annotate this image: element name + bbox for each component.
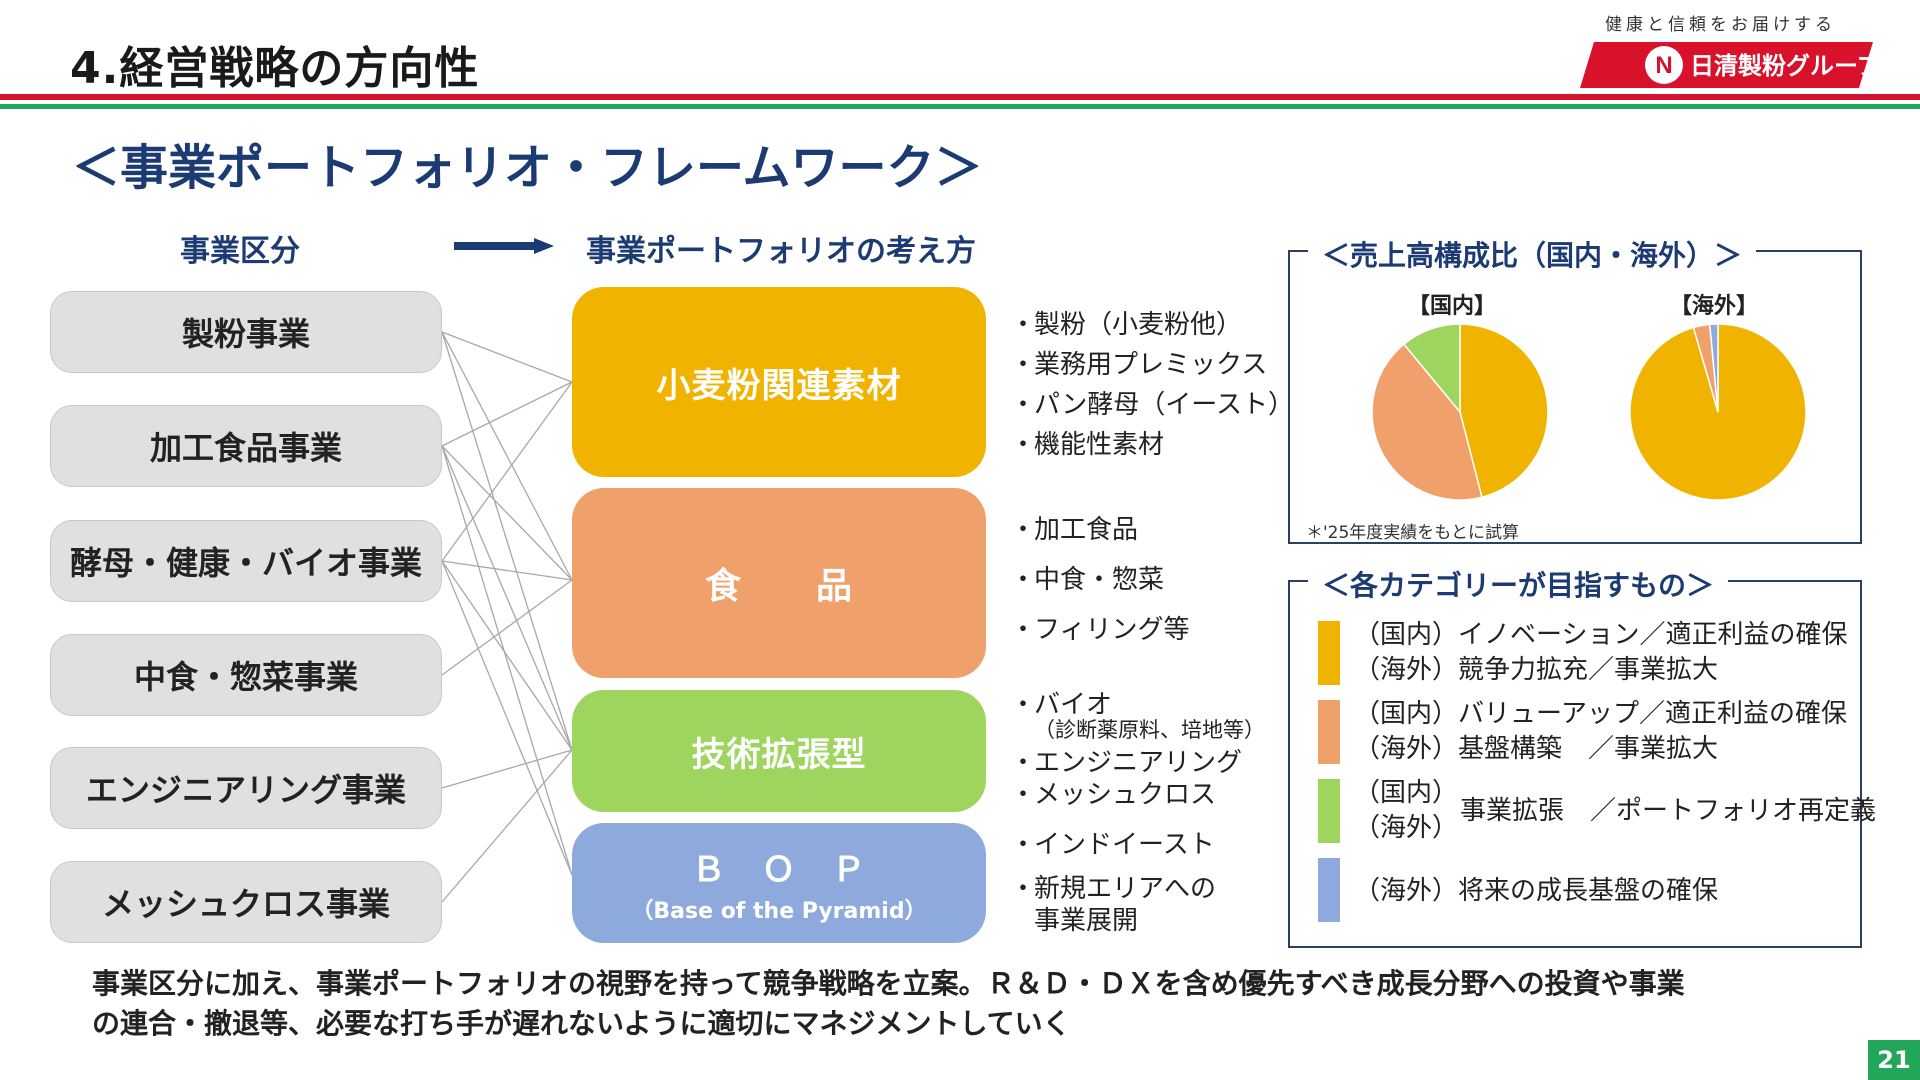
legend-swatch-bop	[1318, 858, 1340, 922]
arrow-right-icon	[454, 238, 554, 258]
legend-swatch-flour	[1318, 621, 1340, 685]
page-title: 4.経営戦略の方向性	[70, 43, 480, 94]
list-item: ・バイオ	[1010, 690, 1113, 720]
list-item: ・メッシュクロス	[1010, 780, 1217, 810]
header-divider-red	[0, 94, 1920, 100]
list-item: ・製粉（小麦粉他）	[1010, 310, 1243, 340]
slogan-text: 健康と信頼をお届けする	[1605, 15, 1836, 35]
segment-processed-food: 加工食品事業	[50, 405, 442, 487]
goal-bop: （海外）将来の成長基盤の確保	[1354, 876, 1719, 906]
company-logo: N 日清製粉グループ	[1580, 42, 1882, 88]
page-number: 21	[1868, 1040, 1920, 1080]
logo-text: 日清製粉グループ	[1690, 52, 1873, 80]
list-item: ・インドイースト	[1010, 830, 1215, 860]
portfolio-bop: Ｂ Ｏ Ｐ （Base of the Pyramid）	[572, 823, 986, 943]
pie-slice-0-2	[1402, 323, 1461, 415]
goal-tech-side: 事業拡張 ／ポートフォリオ再定義	[1460, 796, 1877, 826]
section-subtitle: ＜事業ポートフォリオ・フレームワーク＞	[72, 140, 983, 196]
legend-swatch-food	[1318, 700, 1340, 764]
list-item: ・加工食品	[1010, 515, 1139, 545]
pie-chart-domestic	[1371, 323, 1549, 501]
portfolio-tech-expansion: 技術拡張型	[572, 690, 986, 812]
pie-slice-0-1	[1371, 343, 1483, 501]
portfolio-food: 食 品	[572, 488, 986, 678]
list-item-note: （診断薬原料、培地等）	[1034, 718, 1265, 742]
list-item: ・新規エリアへの	[1010, 874, 1217, 904]
sales-ratio-title: ＜売上高構成比（国内・海外）＞	[1308, 234, 1757, 274]
portfolio-flour-materials: 小麦粉関連素材	[572, 287, 986, 477]
portfolio-name: 技術拡張型	[691, 734, 867, 775]
list-item: ・中食・惣菜	[1010, 565, 1165, 595]
portfolio-subname: （Base of the Pyramid）	[631, 898, 927, 924]
header-divider-green	[0, 104, 1920, 109]
portfolio-name: 小麦粉関連素材	[656, 365, 902, 406]
segment-mesh-cloth: メッシュクロス事業	[50, 861, 442, 943]
sales-ratio-note: ＊'25年度実績をもとに試算	[1306, 523, 1519, 543]
goal-flour: （国内）イノベーション／適正利益の確保（海外）競争力拡充／事業拡大	[1354, 620, 1848, 685]
segment-prepared-dishes: 中食・惣菜事業	[50, 634, 442, 716]
pie-label-overseas: 【海外】	[1670, 294, 1759, 319]
segments-heading: 事業区分	[180, 234, 300, 269]
goal-tech: （国内）（海外）	[1354, 778, 1459, 843]
portfolio-name: Ｂ Ｏ Ｐ	[691, 849, 867, 890]
list-item: ・フィリング等	[1010, 615, 1190, 645]
segment-yeast-health-bio: 酵母・健康・バイオ事業	[50, 520, 442, 602]
list-item-cont: 事業展開	[1034, 906, 1139, 936]
legend-swatch-tech	[1318, 779, 1340, 843]
segment-flour-milling: 製粉事業	[50, 291, 442, 373]
list-item: ・パン酵母（イースト）	[1010, 390, 1295, 420]
svg-text:N: N	[1655, 52, 1672, 79]
goals-title: ＜各カテゴリーが目指すもの＞	[1308, 564, 1729, 604]
pie-chart-overseas	[1629, 323, 1807, 501]
pie-slice-1-3	[1708, 323, 1719, 413]
list-item: ・エンジニアリング	[1010, 748, 1243, 778]
summary-text: 事業区分に加え、事業ポートフォリオの視野を持って競争戦略を立案。Ｒ＆Ｄ・ＤＸを含…	[92, 967, 1685, 1040]
pie-label-domestic: 【国内】	[1408, 294, 1497, 319]
pie-slice-0-0	[1459, 323, 1549, 499]
segment-engineering: エンジニアリング事業	[50, 747, 442, 829]
list-item: ・業務用プレミックス	[1010, 350, 1268, 380]
portfolio-heading: 事業ポートフォリオの考え方	[586, 234, 976, 269]
list-item: ・機能性素材	[1010, 430, 1165, 460]
goal-food: （国内）バリューアップ／適正利益の確保（海外）基盤構築 ／事業拡大	[1354, 699, 1847, 764]
portfolio-name: 食 品	[704, 566, 853, 607]
